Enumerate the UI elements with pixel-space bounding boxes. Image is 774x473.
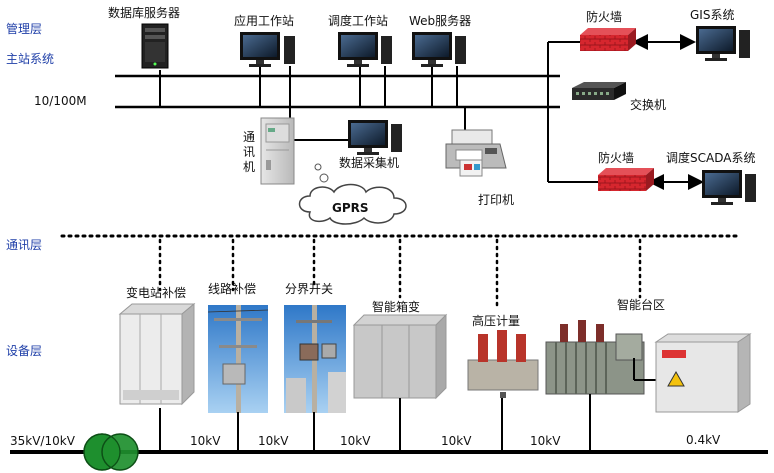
- gprs-label: GPRS: [332, 201, 369, 215]
- comm-cabinet-icon: [260, 117, 295, 185]
- gprs-cloud: [298, 163, 407, 225]
- firewall-bottom-icon: [598, 168, 654, 191]
- scada-system-icon: [702, 170, 756, 205]
- gis-system-icon: [696, 26, 750, 61]
- layer-label-management: 管理层: [6, 22, 43, 36]
- line-comp-label: 线路补偿: [208, 282, 257, 296]
- network-speed-label: 10/100M: [34, 94, 87, 108]
- layer-label-device: 设备层: [6, 344, 43, 358]
- switch-label: 交换机: [630, 98, 667, 112]
- voltage-label-1: 10kV: [190, 434, 221, 448]
- scada-system-label: 调度SCADA系统: [666, 151, 756, 165]
- hv-metering-icon: [467, 330, 539, 398]
- transformer-symbol: [83, 433, 139, 471]
- dispatch-workstation-label: 调度工作站: [328, 14, 389, 28]
- voltage-label-2: 10kV: [258, 434, 289, 448]
- gis-system-label: GIS系统: [690, 8, 735, 22]
- layer-label-communication: 通讯层: [6, 238, 43, 252]
- voltage-source-label: 35kV/10kV: [10, 434, 75, 448]
- smart-station-area-label: 智能台区: [617, 298, 666, 312]
- smart-box-transformer-icon: [352, 313, 448, 400]
- firewall-top-icon: [580, 28, 636, 51]
- substation-comp-cabinet-icon: [118, 302, 196, 406]
- dispatch-workstation-icon: [338, 32, 392, 67]
- layer-label-master-station: 主站系统: [6, 52, 55, 66]
- db-server-icon: [141, 23, 169, 69]
- printer-label: 打印机: [478, 193, 515, 207]
- voltage-label-3: 10kV: [340, 434, 371, 448]
- voltage-label-low: 0.4kV: [686, 433, 721, 447]
- hv-metering-label: 高压计量: [472, 314, 521, 328]
- data-collector-icon: [348, 120, 402, 155]
- data-collector-label: 数据采集机: [339, 156, 400, 170]
- firewall-top-label: 防火墙: [586, 10, 623, 24]
- web-server-label: Web服务器: [409, 14, 472, 28]
- smart-box-transformer-label: 智能箱变: [372, 300, 421, 314]
- comm-machine-label: 通讯机: [242, 130, 255, 174]
- printer-icon: [445, 129, 507, 177]
- smart-station-transformer-icon: [545, 320, 645, 395]
- line-comp-photo: [207, 305, 269, 413]
- db-server-label: 数据库服务器: [108, 6, 181, 20]
- app-workstation-label: 应用工作站: [234, 14, 295, 28]
- firewall-bottom-label: 防火墙: [598, 151, 635, 165]
- boundary-switch-photo: [284, 305, 346, 413]
- substation-comp-label: 变电站补偿: [126, 286, 187, 300]
- web-server-icon: [412, 32, 466, 67]
- voltage-label-5: 10kV: [530, 434, 561, 448]
- smart-station-cabinet-icon: [654, 333, 752, 413]
- app-workstation-icon: [240, 32, 295, 67]
- switch-icon: [572, 82, 626, 100]
- boundary-switch-label: 分界开关: [285, 282, 334, 296]
- voltage-label-4: 10kV: [441, 434, 472, 448]
